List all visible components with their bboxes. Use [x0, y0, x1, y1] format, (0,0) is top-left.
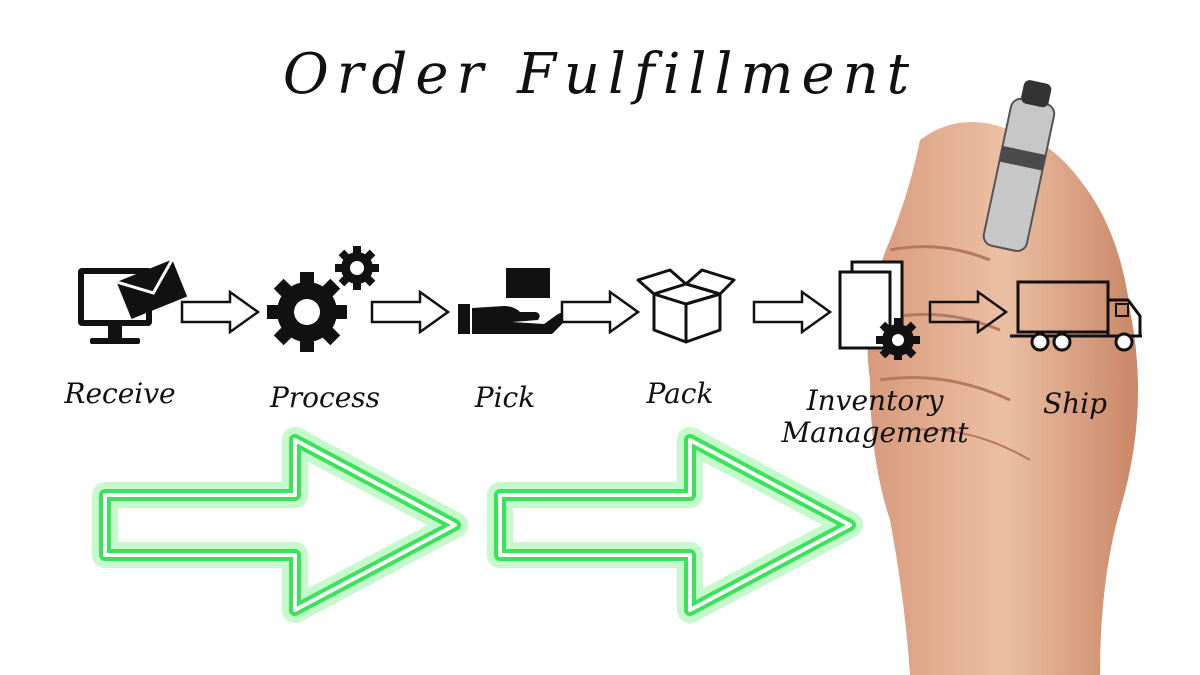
- neon-arrow-2: [490, 430, 870, 620]
- step-label-receive: Receive: [30, 378, 210, 410]
- step-label-pick: Pick: [415, 382, 595, 414]
- step-label-process: Process: [235, 382, 415, 414]
- step-label-pack: Pack: [590, 378, 770, 410]
- truck-icon: [1000, 240, 1160, 360]
- flow-arrow-5: [928, 290, 1008, 334]
- open-box-icon: [610, 240, 770, 360]
- neon-arrow-1: [95, 430, 475, 620]
- hand-with-marker: [850, 80, 1150, 675]
- step-ship: [1000, 240, 1160, 360]
- step-label-ship: Ship: [1010, 388, 1140, 420]
- step-pack: [610, 240, 770, 360]
- flow-arrow-2: [370, 290, 450, 334]
